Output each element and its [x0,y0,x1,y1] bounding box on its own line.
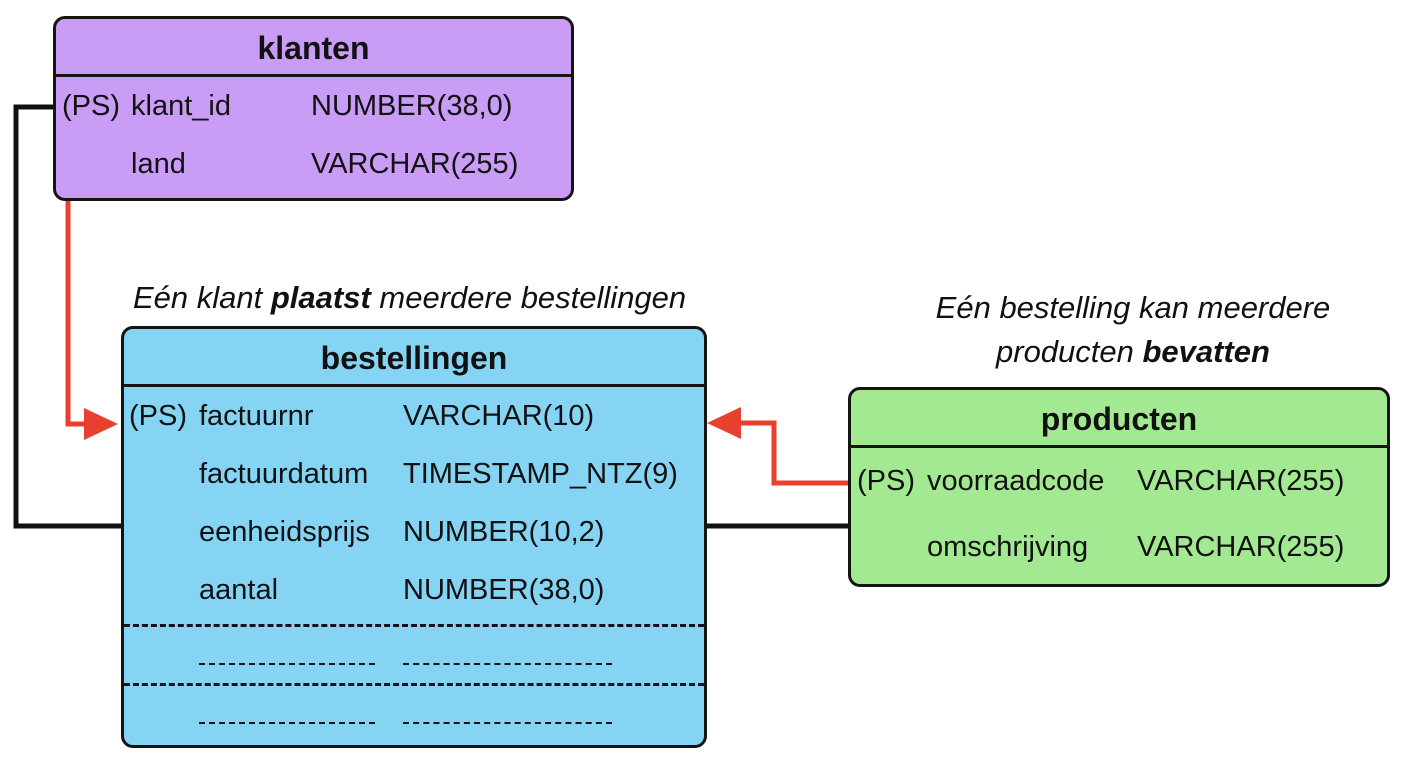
voorraadcode-foreign-key-arrow [740,420,850,486]
placeholder-type [403,722,612,724]
bestellingen-row-eenheidsprijs: eenheidsprijs NUMBER(10,2) [124,503,704,561]
bestellingen-row-factuurnr: (PS) factuurnr VARCHAR(10) [124,387,704,445]
placeholder-field [199,722,375,724]
primary-key-badge: (PS) [62,90,120,122]
klanten-table-title: klanten [56,19,571,77]
klant-id-arrowhead [84,408,118,440]
producten-row-omschrijving: omschrijving VARCHAR(255) [851,514,1387,580]
field-name: eenheidsprijs [199,516,370,548]
klanten-row-land: land VARCHAR(255) [56,135,571,193]
field-type: TIMESTAMP_NTZ(9) [403,458,678,490]
placeholder-field [199,663,375,665]
placeholder-row [124,627,704,683]
section-divider [124,624,704,627]
field-name: land [131,148,186,180]
placeholder-type [403,663,612,665]
producten-row-voorraadcode: (PS) voorraadcode VARCHAR(255) [851,448,1387,514]
field-type: NUMBER(38,0) [311,90,513,122]
bestellingen-table[interactable]: bestellingen (PS) factuurnr VARCHAR(10) … [121,326,707,748]
field-name: factuurdatum [199,458,369,490]
producten-table-title: producten [851,390,1387,448]
field-name: omschrijving [927,531,1089,563]
bestellingen-table-title: bestellingen [124,329,704,387]
bestellingen-row-aantal: aantal NUMBER(38,0) [124,561,704,619]
field-type: NUMBER(38,0) [403,574,605,606]
field-name: factuurnr [199,400,314,432]
primary-key-badge: (PS) [857,465,915,497]
field-type: VARCHAR(255) [1137,465,1345,497]
section-divider [124,683,704,686]
klant-id-foreign-key-arrow [65,138,86,427]
field-name: aantal [199,574,279,606]
klanten-table[interactable]: klanten (PS) klant_id NUMBER(38,0) land … [53,16,574,201]
primary-key-badge: (PS) [129,400,187,432]
producten-table[interactable]: producten (PS) voorraadcode VARCHAR(255)… [848,387,1390,587]
klanten-bestellingen-connector [13,104,124,529]
field-type: NUMBER(10,2) [403,516,605,548]
voorraadcode-arrowhead [707,407,741,439]
klanten-row-klant-id: (PS) klant_id NUMBER(38,0) [56,77,571,135]
field-type: VARCHAR(10) [403,400,595,432]
field-type: VARCHAR(255) [311,148,519,180]
field-type: VARCHAR(255) [1137,531,1345,563]
field-name: klant_id [131,90,231,122]
bestellingen-row-factuurdatum: factuurdatum TIMESTAMP_NTZ(9) [124,445,704,503]
field-name: voorraadcode [927,465,1105,497]
placeholder-row [124,686,704,742]
klant-plaatst-annotation: Eén klant plaatst meerdere bestellingen [133,280,687,315]
bestelling-bevatten-annotation: Eén bestelling kan meerdere producten be… [935,290,1331,369]
